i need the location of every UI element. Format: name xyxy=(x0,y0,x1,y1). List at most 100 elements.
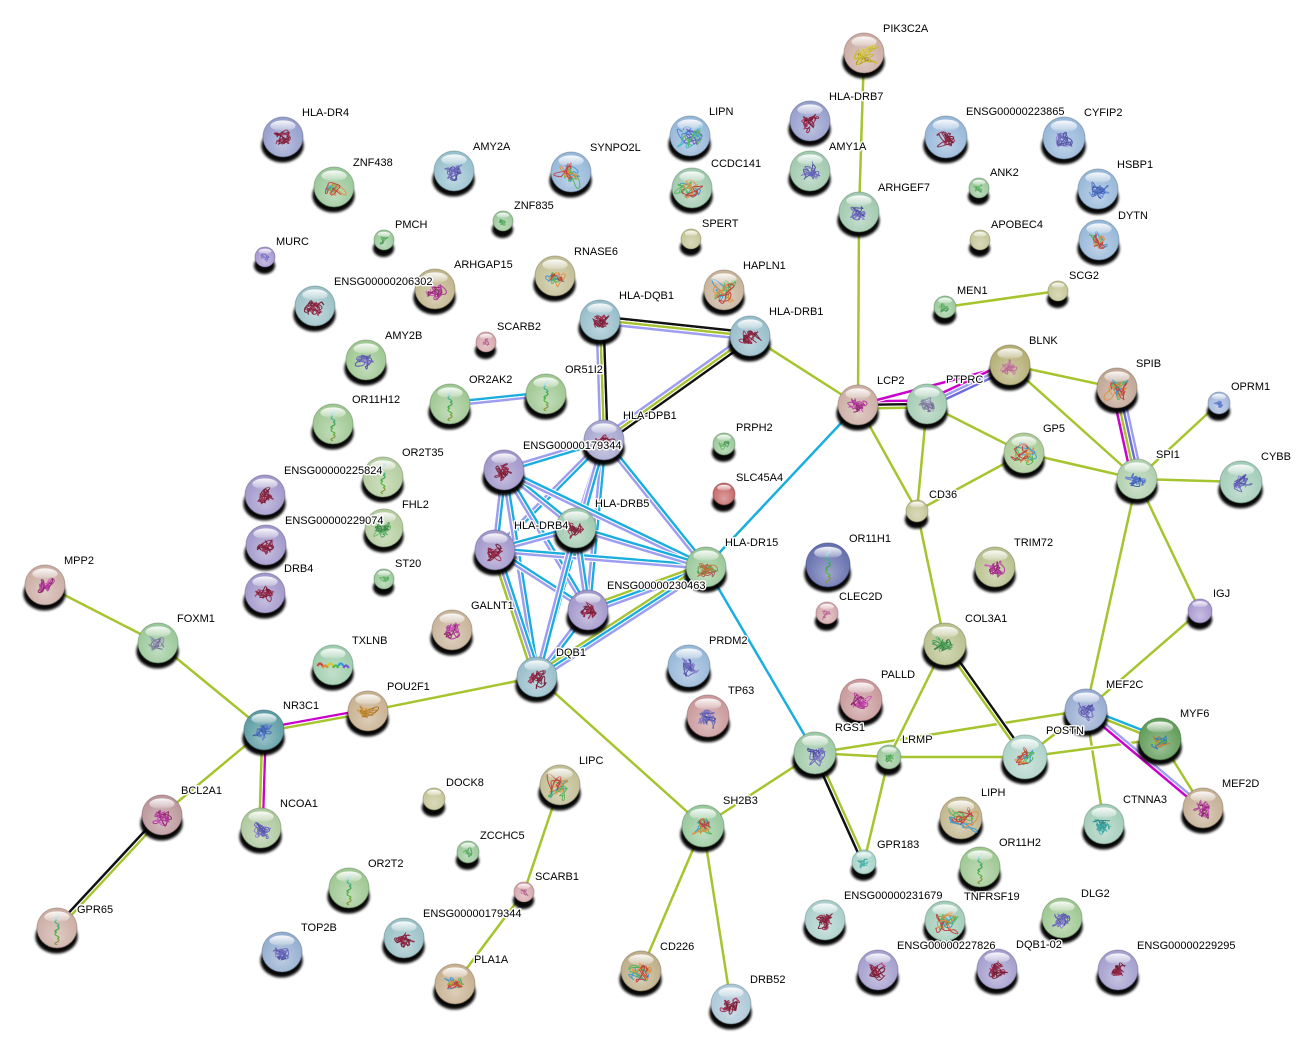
svg-text:PMCH: PMCH xyxy=(395,219,427,231)
svg-text:MYF6: MYF6 xyxy=(1180,708,1209,720)
svg-text:AMY2A: AMY2A xyxy=(473,141,511,153)
svg-text:ENSG00000229074: ENSG00000229074 xyxy=(285,515,383,527)
svg-text:CCDC141: CCDC141 xyxy=(711,158,761,170)
svg-text:POSTN: POSTN xyxy=(1046,725,1084,737)
svg-text:SPI1: SPI1 xyxy=(1156,449,1180,461)
svg-text:SPIB: SPIB xyxy=(1136,358,1161,370)
svg-text:OR2T2: OR2T2 xyxy=(368,858,403,870)
svg-text:GALNT1: GALNT1 xyxy=(471,600,514,612)
svg-text:ENSG00000179344: ENSG00000179344 xyxy=(523,440,621,452)
svg-text:LIPN: LIPN xyxy=(709,106,734,118)
svg-text:SCARB2: SCARB2 xyxy=(497,321,541,333)
svg-text:COL3A1: COL3A1 xyxy=(965,613,1007,625)
svg-text:ENSG00000206302: ENSG00000206302 xyxy=(334,276,432,288)
svg-text:OR51I2: OR51I2 xyxy=(565,364,603,376)
svg-text:OR2AK2: OR2AK2 xyxy=(469,374,512,386)
svg-text:OR11H12: OR11H12 xyxy=(352,394,400,406)
svg-text:HLA-DRB7: HLA-DRB7 xyxy=(829,91,883,103)
svg-text:FHL2: FHL2 xyxy=(402,499,429,511)
svg-text:MPP2: MPP2 xyxy=(64,555,94,567)
svg-text:CTNNA3: CTNNA3 xyxy=(1123,794,1167,806)
svg-text:ZNF438: ZNF438 xyxy=(353,157,393,169)
svg-text:ENSG00000225824: ENSG00000225824 xyxy=(284,465,382,477)
svg-text:CLEC2D: CLEC2D xyxy=(839,591,882,603)
svg-text:CYFIP2: CYFIP2 xyxy=(1084,107,1123,119)
svg-text:ARHGEF7: ARHGEF7 xyxy=(878,182,930,194)
svg-text:CD36: CD36 xyxy=(929,489,957,501)
svg-text:CD226: CD226 xyxy=(660,941,694,953)
svg-text:ENSG00000231679: ENSG00000231679 xyxy=(844,890,942,902)
svg-text:PTPRC: PTPRC xyxy=(946,374,983,386)
svg-text:BCL2A1: BCL2A1 xyxy=(181,785,222,797)
svg-text:MEN1: MEN1 xyxy=(957,285,988,297)
svg-text:DRB52: DRB52 xyxy=(750,974,785,986)
svg-text:RNASE6: RNASE6 xyxy=(574,246,618,258)
svg-text:HAPLN1: HAPLN1 xyxy=(743,260,786,272)
svg-text:CYBB: CYBB xyxy=(1261,451,1291,463)
svg-text:IGJ: IGJ xyxy=(1213,588,1230,600)
svg-text:GPR65: GPR65 xyxy=(77,904,113,916)
svg-text:TP63: TP63 xyxy=(728,685,754,697)
svg-text:AMY1A: AMY1A xyxy=(829,141,867,153)
svg-text:NR3C1: NR3C1 xyxy=(283,700,319,712)
svg-text:DQB1-02: DQB1-02 xyxy=(1016,939,1062,951)
svg-text:FOXM1: FOXM1 xyxy=(177,613,215,625)
svg-text:SYNPO2L: SYNPO2L xyxy=(590,142,641,154)
svg-text:GPR183: GPR183 xyxy=(877,839,919,851)
svg-text:ARHGAP15: ARHGAP15 xyxy=(454,259,513,271)
svg-text:RGS1: RGS1 xyxy=(835,722,865,734)
svg-text:ST20: ST20 xyxy=(395,558,421,570)
svg-text:BLNK: BLNK xyxy=(1029,335,1058,347)
svg-text:ENSG00000229295: ENSG00000229295 xyxy=(1137,940,1235,952)
svg-text:PRPH2: PRPH2 xyxy=(736,422,773,434)
svg-text:ZCCHC5: ZCCHC5 xyxy=(480,830,525,842)
svg-text:LIPC: LIPC xyxy=(579,755,604,767)
svg-text:AMY2B: AMY2B xyxy=(385,330,422,342)
svg-text:OR11H1: OR11H1 xyxy=(849,533,891,545)
svg-text:ENSG00000227826: ENSG00000227826 xyxy=(897,940,995,952)
svg-text:ANK2: ANK2 xyxy=(990,167,1019,179)
svg-text:TXLNB: TXLNB xyxy=(352,635,387,647)
svg-text:TRIM72: TRIM72 xyxy=(1014,537,1053,549)
svg-text:SPERT: SPERT xyxy=(702,218,739,230)
svg-text:PLA1A: PLA1A xyxy=(474,954,509,966)
svg-text:ZNF835: ZNF835 xyxy=(514,200,554,212)
svg-text:ENSG00000230463: ENSG00000230463 xyxy=(607,580,705,592)
svg-text:APOBEC4: APOBEC4 xyxy=(991,219,1043,231)
svg-text:LCP2: LCP2 xyxy=(877,375,905,387)
svg-text:OPRM1: OPRM1 xyxy=(1231,381,1270,393)
svg-text:LRMP: LRMP xyxy=(902,734,933,746)
svg-text:ENSG00000179344: ENSG00000179344 xyxy=(423,908,521,920)
svg-text:DLG2: DLG2 xyxy=(1081,888,1110,900)
svg-text:MEF2D: MEF2D xyxy=(1222,778,1259,790)
svg-text:HLA-DRB5: HLA-DRB5 xyxy=(595,498,649,510)
svg-text:MEF2C: MEF2C xyxy=(1106,679,1143,691)
svg-text:NCOA1: NCOA1 xyxy=(280,798,318,810)
svg-text:LIPH: LIPH xyxy=(981,787,1006,799)
svg-text:DOCK8: DOCK8 xyxy=(446,777,484,789)
svg-text:TNFRSF19: TNFRSF19 xyxy=(964,891,1020,903)
svg-text:DQB1: DQB1 xyxy=(556,647,586,659)
svg-text:SCG2: SCG2 xyxy=(1069,270,1099,282)
svg-text:TOP2B: TOP2B xyxy=(301,922,337,934)
svg-text:GP5: GP5 xyxy=(1043,423,1065,435)
svg-text:SH2B3: SH2B3 xyxy=(723,795,758,807)
svg-text:OR2T35: OR2T35 xyxy=(402,447,444,459)
svg-text:SLC45A4: SLC45A4 xyxy=(736,472,783,484)
svg-text:PIK3C2A: PIK3C2A xyxy=(883,23,929,35)
svg-text:SCARB1: SCARB1 xyxy=(535,871,579,883)
svg-text:HSBP1: HSBP1 xyxy=(1117,159,1153,171)
svg-text:HLA-DQB1: HLA-DQB1 xyxy=(619,290,674,302)
svg-text:ENSG00000223865: ENSG00000223865 xyxy=(966,106,1064,118)
svg-text:HLA-DPB1: HLA-DPB1 xyxy=(623,410,677,422)
svg-text:HLA-DR15: HLA-DR15 xyxy=(725,537,778,549)
svg-text:HLA-DRB4: HLA-DRB4 xyxy=(514,520,568,532)
svg-text:POU2F1: POU2F1 xyxy=(387,681,430,693)
svg-text:PRDM2: PRDM2 xyxy=(709,635,748,647)
svg-text:PALLD: PALLD xyxy=(881,669,915,681)
svg-text:DYTN: DYTN xyxy=(1118,210,1148,222)
svg-text:HLA-DR4: HLA-DR4 xyxy=(302,107,349,119)
svg-text:OR11H2: OR11H2 xyxy=(999,837,1041,849)
svg-text:HLA-DRB1: HLA-DRB1 xyxy=(769,306,823,318)
svg-text:DRB4: DRB4 xyxy=(284,563,313,575)
